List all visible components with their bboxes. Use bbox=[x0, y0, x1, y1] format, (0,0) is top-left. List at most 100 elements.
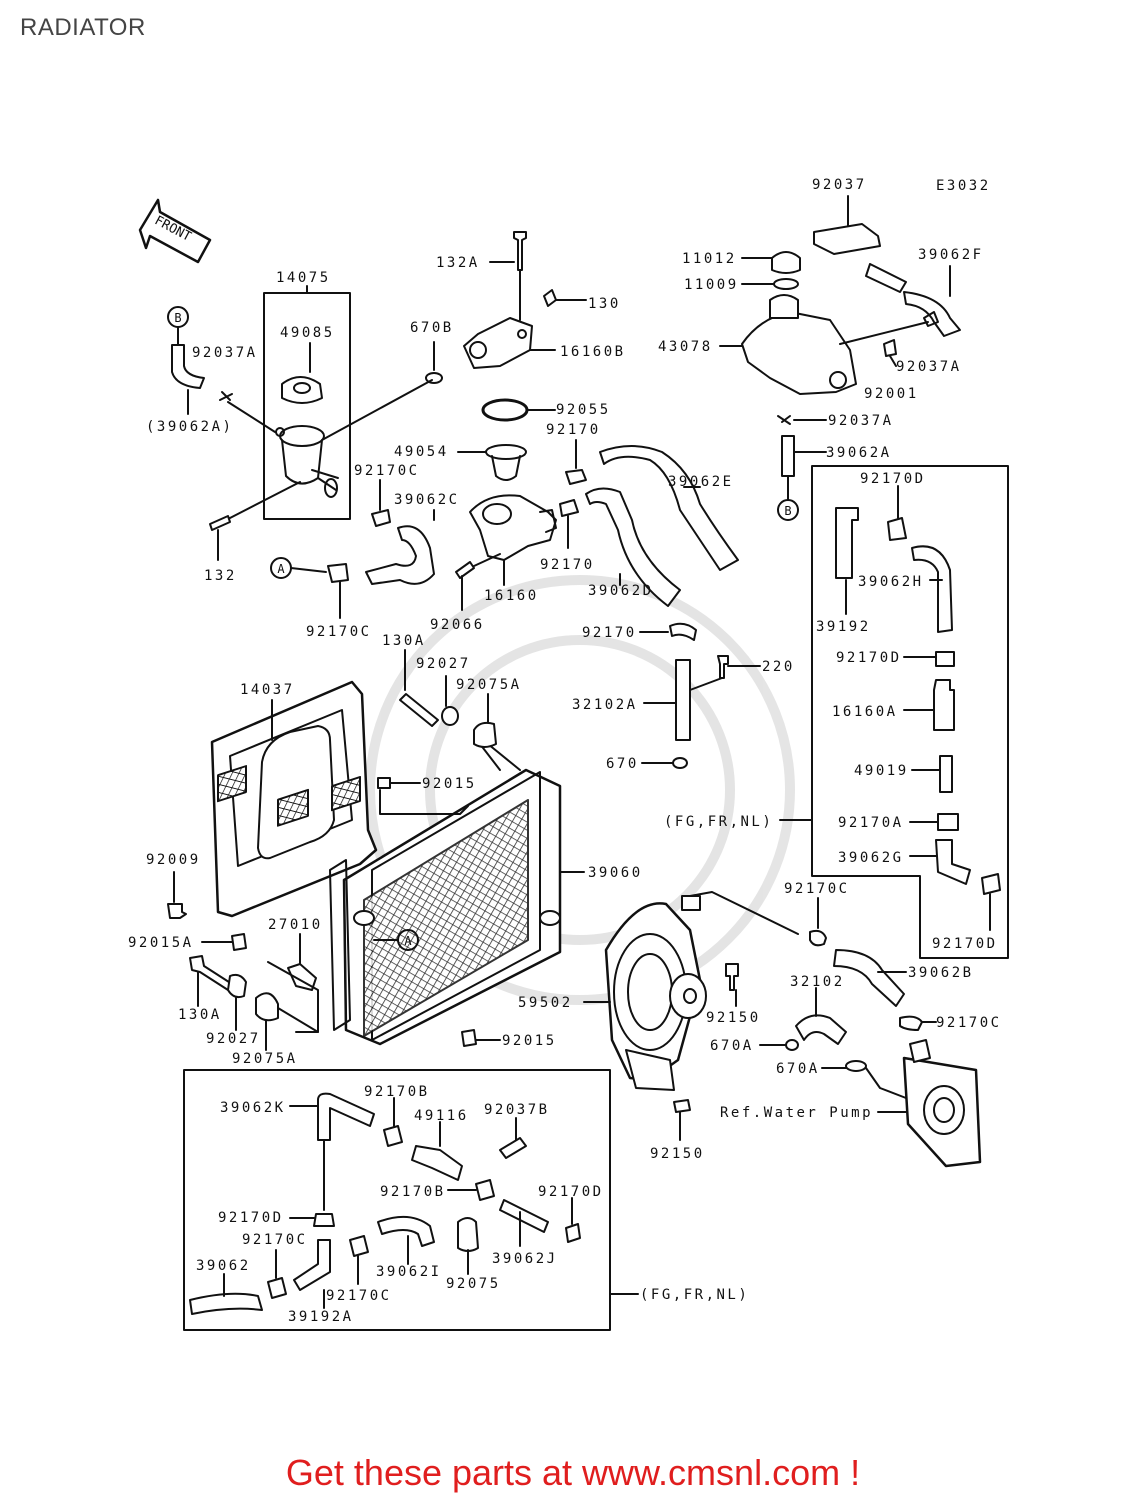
grommet-92075 bbox=[457, 1217, 479, 1252]
label-ref-water-pump: Ref.Water Pump bbox=[720, 1105, 873, 1121]
label-132: 132 bbox=[204, 568, 237, 584]
option-box-lower bbox=[183, 1069, 611, 1331]
grommet-92075a-a bbox=[473, 721, 497, 748]
hose-39062c bbox=[365, 525, 435, 585]
label-670b: 670B bbox=[410, 320, 454, 336]
label-39062a-right: 39062A bbox=[826, 445, 892, 461]
page-title: RADIATOR bbox=[20, 14, 146, 41]
clamp-92170d-c bbox=[981, 873, 1001, 895]
label-92170d-e: 92170D bbox=[538, 1184, 604, 1200]
label-92037a-right: 92037A bbox=[896, 359, 962, 375]
thermostat-49054 bbox=[485, 444, 527, 481]
label-132a: 132A bbox=[436, 255, 480, 271]
nut-92015-b bbox=[461, 1029, 477, 1047]
label-39062f: 39062F bbox=[918, 247, 984, 263]
label-39062d: 39062D bbox=[588, 583, 654, 599]
cms-watermark bbox=[365, 575, 795, 1005]
nut-92015-a bbox=[377, 777, 391, 789]
label-92027-a: 92027 bbox=[416, 656, 471, 672]
front-arrow-icon: FRONT bbox=[138, 198, 212, 264]
callout-b-right-label: B bbox=[784, 504, 791, 518]
screw-92001 bbox=[883, 339, 897, 357]
label-39062b: 39062B bbox=[908, 965, 974, 981]
label-92055: 92055 bbox=[556, 402, 611, 418]
thermostat-housing-16160 bbox=[469, 494, 557, 561]
bolt-92150-a bbox=[725, 963, 739, 991]
clamp-92170c-b bbox=[327, 563, 349, 583]
hose-39062h bbox=[911, 545, 953, 633]
label-92037: 92037 bbox=[812, 177, 867, 193]
sensor-92066 bbox=[455, 561, 475, 579]
clamp-92170d-a bbox=[887, 517, 907, 541]
label-92015a: 92015A bbox=[128, 935, 194, 951]
label-92075a-a: 92075A bbox=[456, 677, 522, 693]
callout-b-left-label: B bbox=[174, 311, 181, 325]
label-92170c-d: 92170C bbox=[936, 1015, 1002, 1031]
label-92015-b: 92015 bbox=[502, 1033, 557, 1049]
label-39192: 39192 bbox=[816, 619, 871, 635]
radiator-39060 bbox=[329, 768, 562, 1046]
clamp-92170b-b bbox=[475, 1179, 495, 1201]
pipe-39192a bbox=[293, 1239, 331, 1291]
label-92009: 92009 bbox=[146, 852, 201, 868]
label-92170-c: 92170 bbox=[582, 625, 637, 641]
hose-39062e bbox=[599, 445, 739, 571]
label-39062k: 39062K bbox=[220, 1100, 286, 1116]
o-ring-670 bbox=[672, 757, 688, 769]
label-39062j: 39062J bbox=[492, 1251, 558, 1267]
label-32102: 32102 bbox=[790, 974, 845, 990]
label-49116: 49116 bbox=[414, 1108, 469, 1124]
label-92170c-a: 92170C bbox=[354, 463, 420, 479]
label-39062i: 39062I bbox=[376, 1264, 442, 1280]
label-92170b-a: 92170B bbox=[364, 1084, 430, 1100]
promo-link[interactable]: Get these parts at www.cmsnl.com ! bbox=[285, 1452, 861, 1493]
hose-39062b bbox=[833, 949, 905, 1007]
bolt-220 bbox=[717, 655, 729, 679]
bolt-92150-b bbox=[673, 1099, 691, 1113]
reservoir-tank-43078 bbox=[741, 294, 857, 395]
label-39062: 39062 bbox=[196, 1258, 251, 1274]
label-92170d-c: 92170D bbox=[932, 936, 998, 952]
clamp-92170-b bbox=[559, 499, 579, 517]
label-92037a-left: 92037A bbox=[192, 345, 258, 361]
label-670: 670 bbox=[606, 756, 639, 772]
grommet-92027-a bbox=[441, 706, 459, 726]
hose-39062g bbox=[935, 839, 971, 885]
clamp-92170d-b bbox=[935, 651, 955, 667]
label-92075a-b: 92075A bbox=[232, 1051, 298, 1067]
o-ring-670a-b bbox=[845, 1060, 867, 1072]
label-49085: 49085 bbox=[280, 325, 335, 341]
label-92001: 92001 bbox=[864, 386, 919, 402]
label-670a-b: 670A bbox=[776, 1061, 820, 1077]
label-92037a-right2: 92037A bbox=[828, 413, 894, 429]
label-92037b: 92037B bbox=[484, 1102, 550, 1118]
label-92075: 92075 bbox=[446, 1276, 501, 1292]
clamp-92170-a bbox=[565, 469, 587, 485]
o-ring-670a-a bbox=[785, 1039, 799, 1051]
fan-motor-59502 bbox=[604, 895, 707, 1091]
clamp-92170b-a bbox=[383, 1125, 403, 1147]
label-92015-a: 92015 bbox=[422, 776, 477, 792]
label-39062e: 39062E bbox=[668, 474, 734, 490]
clip-92037a-left bbox=[219, 391, 233, 401]
label-92170c-e: 92170C bbox=[242, 1232, 308, 1248]
option-box-right bbox=[811, 465, 1009, 959]
hose-39062a-left bbox=[171, 344, 205, 389]
bracket-92037 bbox=[813, 223, 881, 255]
nut-92015a bbox=[231, 933, 247, 951]
bolt-130a-b bbox=[189, 955, 233, 991]
bolt-130 bbox=[543, 289, 557, 307]
pipe-39062j bbox=[499, 1199, 549, 1233]
label-11012: 11012 bbox=[682, 251, 737, 267]
label-92170-a: 92170 bbox=[546, 422, 601, 438]
label-fg-fr-nl-b: (FG,FR,NL) bbox=[640, 1287, 749, 1303]
bolt-132 bbox=[209, 515, 231, 531]
label-92170d-a: 92170D bbox=[860, 471, 926, 487]
pipe-32102a bbox=[675, 659, 691, 741]
clamp-92170c-a bbox=[371, 509, 391, 527]
filler-neck bbox=[275, 425, 339, 498]
label-43078: 43078 bbox=[658, 339, 713, 355]
label-27010: 27010 bbox=[268, 917, 323, 933]
label-92170c-f: 92170C bbox=[326, 1288, 392, 1304]
fan-shroud-14037 bbox=[210, 680, 378, 918]
